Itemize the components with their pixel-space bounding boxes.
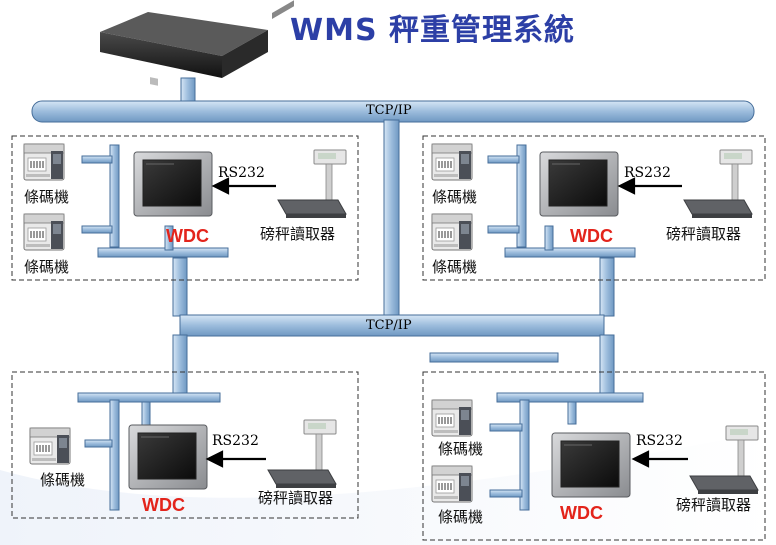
barcode-printer-icon bbox=[431, 399, 473, 437]
controller-label: WDC bbox=[142, 495, 185, 515]
printer-label: 條碼機 bbox=[24, 188, 70, 206]
controller-label: WDC bbox=[570, 226, 613, 246]
link-label: RS232 bbox=[212, 433, 259, 449]
network-label-top: TCP/IP bbox=[366, 103, 412, 118]
controller-label: WDC bbox=[166, 226, 209, 246]
scale-label: 磅秤讀取器 bbox=[260, 225, 336, 243]
printer-label: 條碼機 bbox=[40, 471, 86, 489]
barcode-printer-icon bbox=[29, 427, 71, 465]
link-label: RS232 bbox=[624, 165, 671, 181]
printer-label: 條碼機 bbox=[438, 440, 484, 458]
arrow-left-icon bbox=[205, 177, 688, 468]
printer-label: 條碼機 bbox=[438, 508, 484, 526]
platform-scale-icon bbox=[277, 149, 347, 219]
scale-label: 磅秤讀取器 bbox=[666, 225, 742, 243]
network-label-middle: TCP/IP bbox=[366, 318, 412, 333]
barcode-printer-icon bbox=[431, 143, 473, 181]
touch-panel-icon bbox=[551, 432, 631, 498]
link-label: RS232 bbox=[636, 433, 683, 449]
touch-panel-icon bbox=[539, 151, 619, 217]
diagram-title: WMS 秤重管理系統 bbox=[290, 13, 575, 48]
server-icon bbox=[100, 0, 294, 86]
printer-label: 條碼機 bbox=[432, 188, 478, 206]
barcode-printer-icon bbox=[431, 465, 473, 503]
scale-label: 磅秤讀取器 bbox=[676, 496, 752, 514]
touch-panel-icon bbox=[128, 424, 208, 490]
barcode-printer-icon bbox=[23, 143, 65, 181]
printer-label: 條碼機 bbox=[432, 258, 478, 276]
barcode-printer-icon bbox=[23, 213, 65, 251]
group-boxes bbox=[11, 135, 766, 541]
platform-scale-icon bbox=[267, 419, 337, 489]
network-pipes bbox=[31, 77, 755, 511]
scale-label: 磅秤讀取器 bbox=[258, 489, 334, 507]
link-label: RS232 bbox=[218, 165, 265, 181]
controller-label: WDC bbox=[560, 503, 603, 523]
printer-label: 條碼機 bbox=[24, 258, 70, 276]
platform-scale-icon bbox=[683, 149, 753, 219]
barcode-printer-icon bbox=[431, 213, 473, 251]
touch-panel-icon bbox=[133, 151, 213, 217]
